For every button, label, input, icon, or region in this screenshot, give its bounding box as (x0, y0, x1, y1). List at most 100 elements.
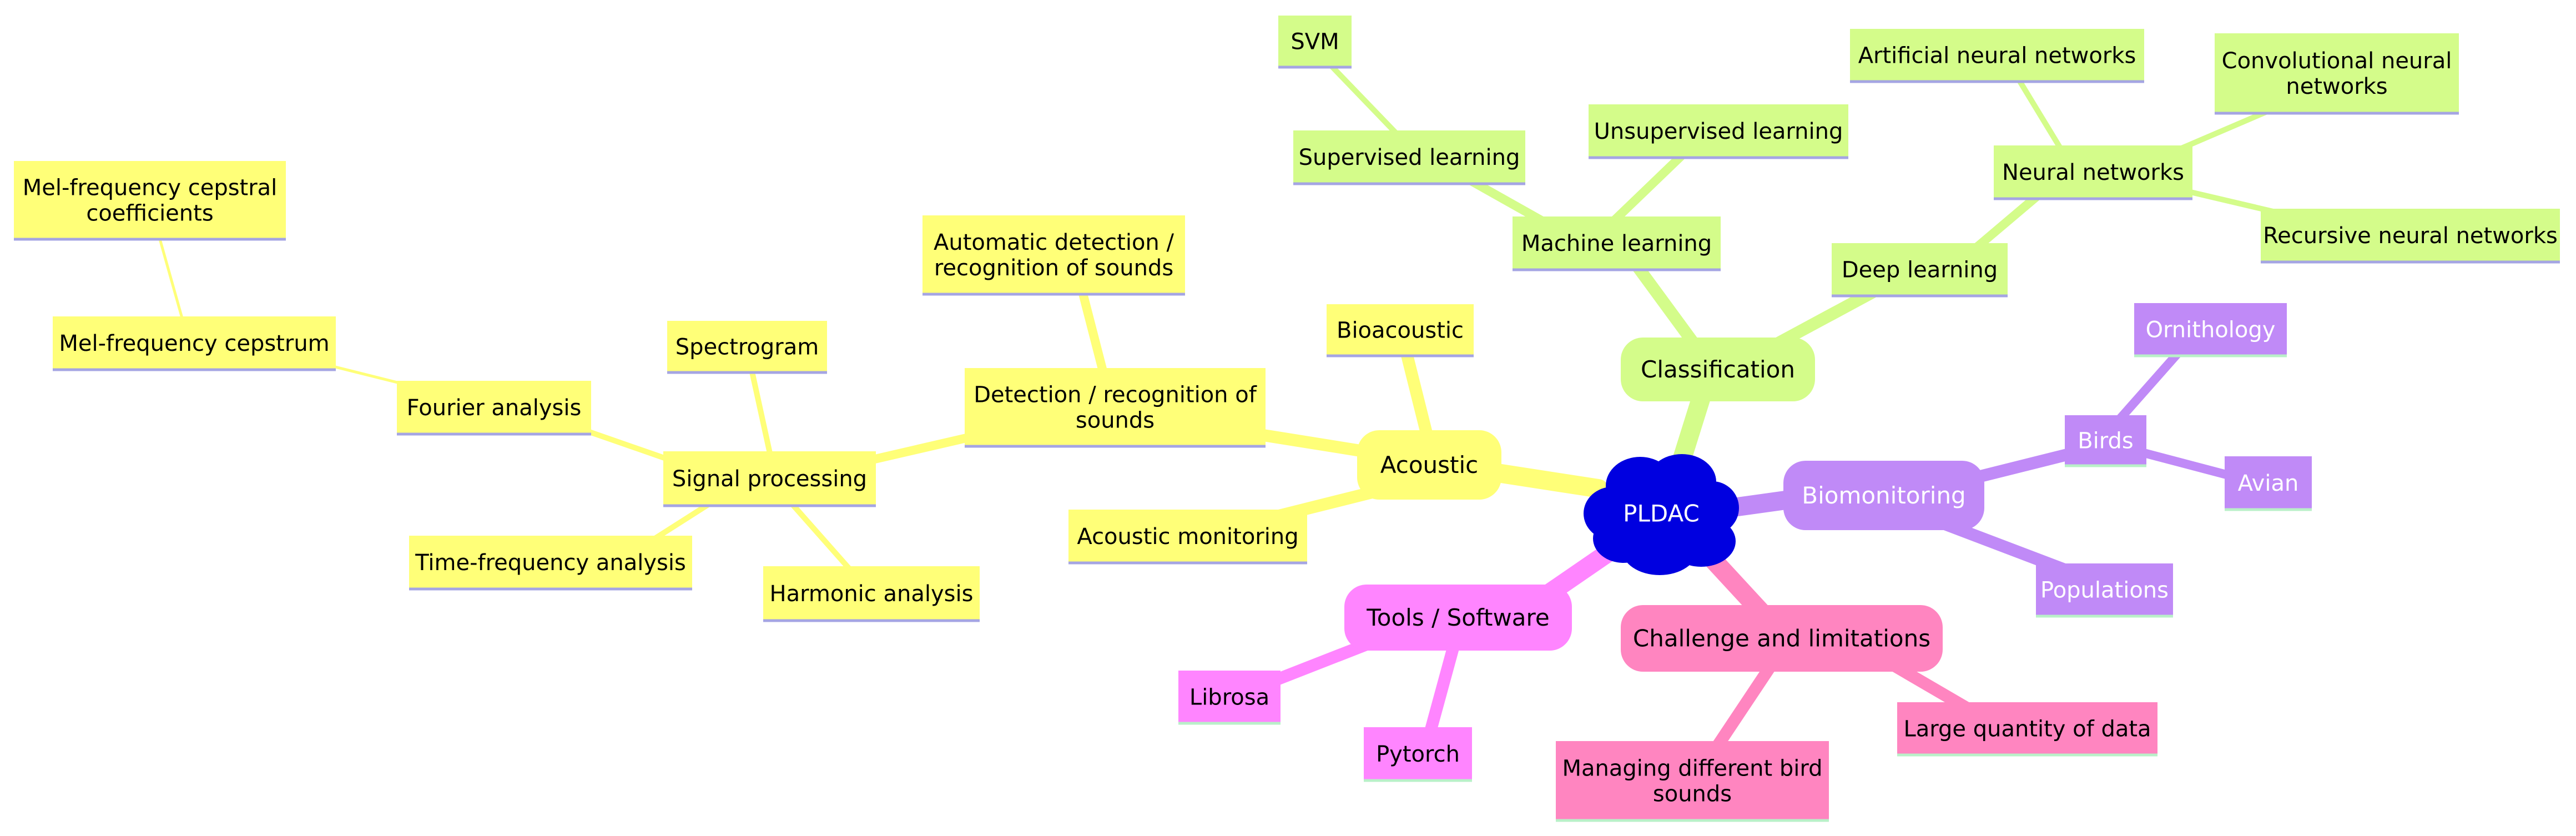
node-mel-cepstrum-box (53, 316, 336, 371)
node-pytorch-box (1364, 727, 1472, 782)
node-mfcc-label-line1: Mel-frequency cepstral (23, 175, 278, 201)
node-avian-label: Avian (2238, 471, 2299, 496)
node-acoustic-monitoring-label: Acoustic monitoring (1077, 524, 1298, 550)
node-neural-networks: Neural networks (1994, 145, 2192, 200)
node-root: PLDAC (1584, 454, 1739, 575)
node-signal-processing: Signal processing (663, 451, 876, 507)
node-detection-recognition-label-line2: sounds (1076, 408, 1155, 434)
node-harmonic-label: Harmonic analysis (770, 581, 974, 607)
node-unsupervised-learning-label: Unsupervised learning (1594, 119, 1843, 144)
node-ornithology-label: Ornithology (2146, 318, 2276, 343)
node-machine-learning-label: Machine learning (1521, 231, 1712, 256)
node-harmonic: Harmonic analysis (763, 566, 980, 622)
node-challenges-label: Challenge and limitations (1633, 625, 1930, 652)
node-supervised-learning-label: Supervised learning (1299, 145, 1520, 170)
node-time-frequency-label: Time-frequency analysis (415, 550, 686, 576)
node-librosa-box (1178, 671, 1281, 724)
node-ann-box (1850, 29, 2144, 83)
node-tools: Tools / Software (1344, 585, 1572, 651)
edge-supervised-svm (1327, 61, 1404, 142)
edge-tools-pytorch (1423, 638, 1460, 742)
node-bioacoustic-label: Bioacoustic (1337, 318, 1464, 344)
node-birds: Birds (2065, 415, 2146, 467)
node-bioacoustic: Bioacoustic (1327, 304, 1474, 357)
node-bird-sounds-label-line2: sounds (1653, 782, 1732, 807)
node-populations-box (2036, 563, 2173, 617)
node-challenges-box (1621, 605, 1943, 672)
node-pytorch: Pytorch (1364, 727, 1472, 782)
edge-birds-avian (2127, 445, 2241, 482)
node-birds-label: Birds (2078, 429, 2134, 454)
node-mfcc-label-line2: coefficients (86, 201, 213, 226)
edge-class-ml (1631, 260, 1705, 356)
root-cloud-shape-8 (1601, 477, 1723, 555)
node-large-data-box (1897, 702, 2157, 756)
node-ornithology: Ornithology (2134, 303, 2287, 357)
node-fourier-label: Fourier analysis (407, 395, 582, 421)
node-svm: SVM (1278, 16, 1352, 69)
node-librosa: Librosa (1178, 671, 1281, 725)
node-fourier: Fourier analysis (397, 381, 591, 436)
node-automatic-detection-label-line1: Automatic detection / (934, 230, 1174, 255)
node-spectrogram-box (667, 321, 827, 374)
node-bioacoustic-box (1327, 304, 1474, 357)
node-deep-learning-box (1832, 243, 2008, 297)
node-supervised-learning-box (1293, 130, 1525, 185)
node-detection-recognition-label-line1: Detection / recognition of (974, 382, 1257, 408)
node-cnn-label-line1: Convolutional neural (2222, 48, 2452, 74)
node-ann: Artificial neural networks (1850, 29, 2144, 83)
node-machine-learning-box (1513, 216, 1721, 271)
node-cnn-box (2215, 33, 2459, 114)
node-rnn-label: Recursive neural networks (2263, 223, 2558, 249)
node-classification-label: Classification (1641, 356, 1795, 383)
node-mel-cepstrum: Mel-frequency cepstrum (53, 316, 336, 371)
node-large-data-label: Large quantity of data (1903, 717, 2151, 742)
node-acoustic-monitoring: Acoustic monitoring (1068, 510, 1307, 565)
node-automatic-detection-label-line2: recognition of sounds (934, 255, 1173, 281)
node-svm-label: SVM (1290, 29, 1339, 55)
node-bird-sounds-box (1556, 741, 1829, 822)
node-populations-label: Populations (2040, 578, 2169, 603)
edge-melcep-mfcc (157, 231, 185, 324)
node-signal-processing-label: Signal processing (672, 466, 867, 492)
node-spectrogram-label: Spectrogram (675, 335, 819, 360)
node-acoustic-label: Acoustic (1380, 451, 1479, 479)
node-neural-networks-label: Neural networks (2002, 160, 2184, 185)
node-svm-box (1278, 16, 1352, 68)
node-bird-sounds-label-line1: Managing different bird (1562, 756, 1822, 782)
node-avian-box (2225, 456, 2312, 511)
edge-signal-spectrogram (749, 369, 774, 464)
node-deep-learning-label: Deep learning (1842, 258, 1998, 283)
node-librosa-label: Librosa (1189, 685, 1269, 711)
node-spectrogram: Spectrogram (667, 321, 827, 374)
node-acoustic: Acoustic (1357, 430, 1501, 500)
node-mel-cepstrum-label: Mel-frequency cepstrum (59, 331, 329, 356)
node-classification-box (1621, 338, 1815, 401)
node-classification: Classification (1621, 338, 1815, 401)
node-pytorch-label: Pytorch (1376, 742, 1460, 767)
edge-ml-unsupervised (1605, 151, 1686, 229)
node-biomonitoring: Biomonitoring (1783, 461, 1984, 530)
node-ornithology-box (2134, 303, 2287, 357)
node-biomonitoring-label: Biomonitoring (1802, 482, 1965, 509)
node-avian: Avian (2225, 456, 2312, 511)
node-tools-label: Tools / Software (1366, 604, 1549, 631)
root-label: PLDAC (1623, 500, 1700, 527)
node-detection-recognition-box (965, 368, 1266, 447)
node-fourier-box (397, 381, 591, 435)
node-neural-networks-box (1994, 145, 2192, 200)
node-unsupervised-learning: Unsupervised learning (1589, 104, 1848, 159)
node-automatic-detection: Automatic detection /recognition of soun… (922, 215, 1185, 296)
node-birds-box (2065, 415, 2146, 467)
node-ann-label: Artificial neural networks (1858, 43, 2136, 69)
node-acoustic-box (1357, 430, 1501, 500)
edge-acoustic-bioacoustic (1401, 349, 1435, 450)
edge-nn-ann (2015, 75, 2068, 158)
node-automatic-detection-box (922, 215, 1185, 295)
edge-dl-nn (1966, 187, 2047, 257)
